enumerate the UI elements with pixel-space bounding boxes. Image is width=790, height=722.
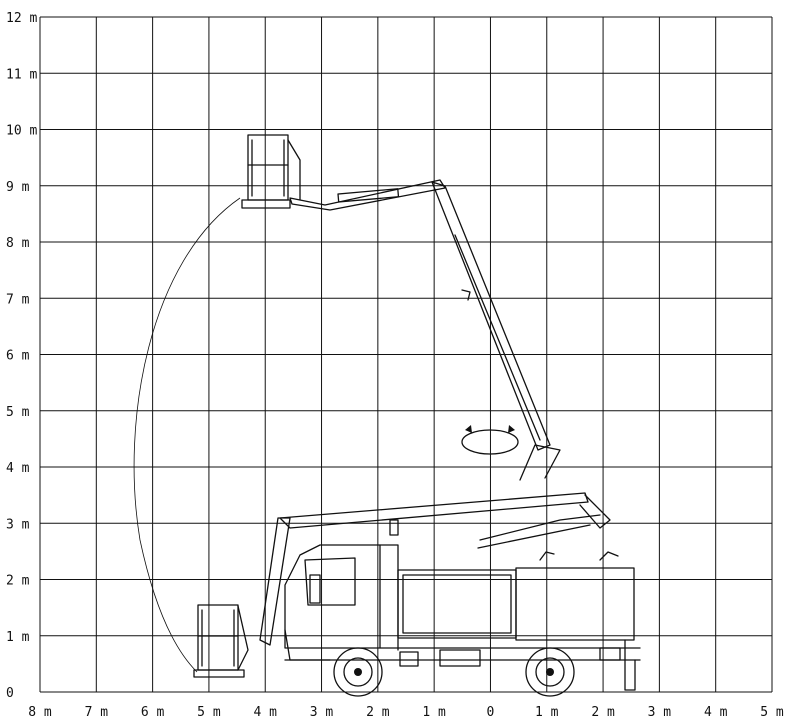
x-tick-label: 4 m — [704, 705, 728, 720]
x-tick-label: 6 m — [141, 705, 165, 720]
y-tick-label: 0 — [6, 686, 14, 701]
x-axis-labels: 8 m 7 m 6 m 5 m 4 m 3 m 2 m 1 m 0 1 m 2 m 3 m 4 m 5 m — [28, 705, 784, 720]
x-tick-label: 0 — [487, 705, 495, 720]
stowed-boom — [259, 492, 611, 646]
y-tick-label: 4 m — [6, 461, 30, 476]
truck — [284, 544, 641, 697]
x-tick-label: 3 m — [310, 705, 334, 720]
y-tick-label: 11 m — [6, 67, 37, 82]
grid — [39, 16, 773, 693]
y-tick-label: 8 m — [6, 236, 30, 251]
y-tick-label: 5 m — [6, 405, 30, 420]
x-tick-label: 5 m — [197, 705, 221, 720]
x-tick-label: 2 m — [366, 705, 390, 720]
x-tick-label: 5 m — [760, 705, 784, 720]
x-tick-label: 4 m — [253, 705, 277, 720]
y-tick-label: 10 m — [6, 124, 37, 139]
x-tick-label: 1 m — [535, 705, 559, 720]
y-tick-label: 1 m — [6, 630, 30, 645]
y-tick-label: 9 m — [6, 180, 30, 195]
y-tick-label: 12 m — [6, 11, 37, 26]
upper-basket — [241, 134, 301, 209]
reach-envelope-curve — [133, 197, 241, 673]
rotation-arrows-icon — [461, 425, 519, 455]
lower-basket — [193, 604, 249, 678]
x-tick-label: 3 m — [648, 705, 672, 720]
x-tick-label: 7 m — [85, 705, 109, 720]
x-tick-label: 2 m — [591, 705, 615, 720]
y-tick-label: 2 m — [6, 574, 30, 589]
y-tick-label: 3 m — [6, 517, 30, 532]
extended-boom — [289, 179, 561, 481]
x-tick-label: 8 m — [28, 705, 52, 720]
x-tick-label: 1 m — [422, 705, 446, 720]
y-tick-label: 6 m — [6, 349, 30, 364]
y-axis-labels: 12 m 11 m 10 m 9 m 8 m 7 m 6 m 5 m 4 m 3 m 2 m 1 m 0 — [6, 11, 37, 701]
y-tick-label: 7 m — [6, 292, 30, 307]
